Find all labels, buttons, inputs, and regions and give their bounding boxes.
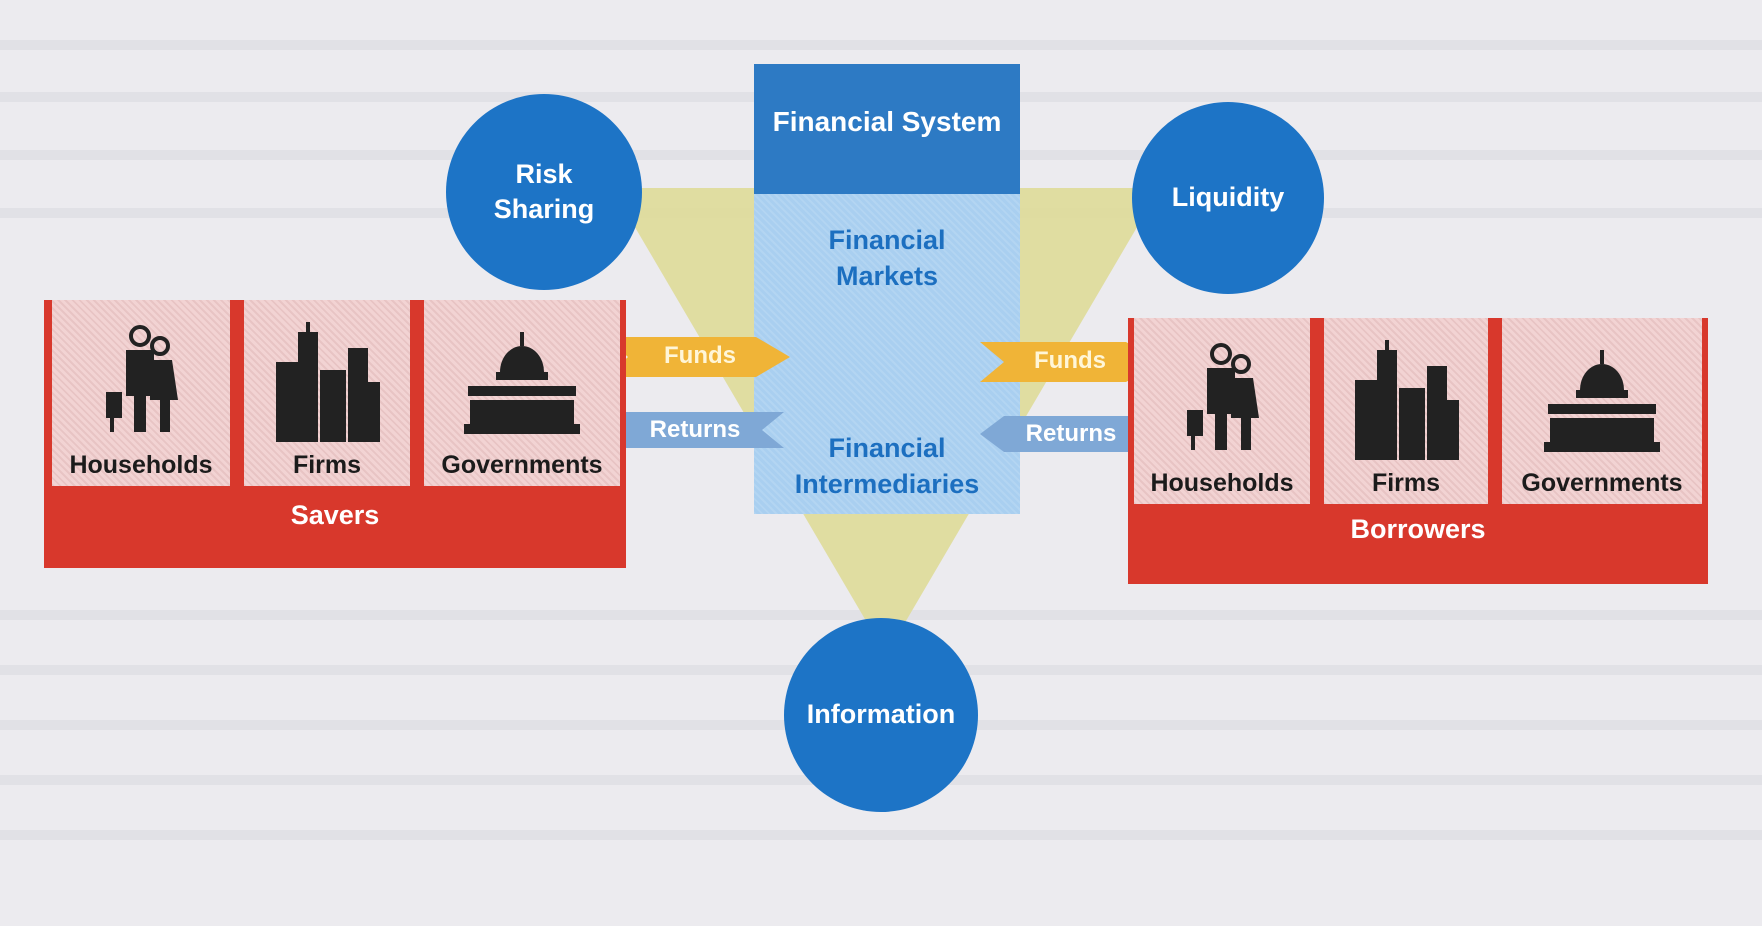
savers-divider-1: [230, 300, 244, 486]
city-skyline-icon: [244, 322, 410, 447]
left-returns-arrow: [602, 412, 784, 448]
risk-sharing-circle: Risk Sharing: [446, 94, 642, 290]
information-label: Information: [806, 699, 956, 730]
savers-firms-tile: Firms: [244, 300, 410, 486]
borrowers-firms-tile: Firms: [1324, 318, 1488, 504]
left-returns-label: Returns: [649, 416, 741, 443]
right-returns-arrow: [980, 416, 1160, 452]
borrowers-governments-label: Governments: [1521, 469, 1683, 497]
risk-sharing-label: Risk Sharing: [493, 158, 595, 224]
information-circle: Information: [784, 618, 978, 812]
liquidity-circle: Liquidity: [1132, 102, 1324, 294]
financial-system-title: Financial System: [772, 106, 1002, 137]
savers-divider-2: [410, 300, 424, 486]
savers-panel: Households Firms G: [44, 300, 626, 568]
capitol-building-icon: [424, 322, 620, 447]
financial-system-box: Financial System: [754, 64, 1020, 194]
city-skyline-icon: [1324, 340, 1488, 465]
financial-core-box: Financial Markets Financial Intermediari…: [754, 194, 1020, 514]
right-returns-label: Returns: [1025, 420, 1117, 447]
family-icon: [1134, 340, 1310, 465]
savers-governments-label: Governments: [441, 451, 603, 479]
borrowers-governments-tile: Governments: [1502, 318, 1702, 504]
right-funds-label: Funds: [1034, 347, 1106, 374]
borrowers-households-tile: Households: [1134, 318, 1310, 504]
financial-markets-label: Financial Markets: [828, 225, 946, 292]
savers-label: Savers: [290, 500, 380, 530]
family-icon: [52, 322, 230, 447]
borrowers-divider-1: [1310, 318, 1324, 504]
borrowers-households-label: Households: [1150, 469, 1294, 497]
financial-intermediaries-label: Financial Intermediaries: [794, 433, 980, 500]
borrowers-firms-label: Firms: [1371, 469, 1441, 497]
savers-households-label: Households: [69, 451, 213, 479]
capitol-building-icon: [1502, 340, 1702, 465]
right-funds-arrow: [980, 342, 1162, 382]
left-funds-label: Funds: [664, 342, 736, 369]
savers-governments-tile: Governments: [424, 300, 620, 486]
borrowers-divider-2: [1488, 318, 1502, 504]
borrowers-panel: Households Firms G: [1128, 318, 1708, 584]
savers-households-tile: Households: [52, 300, 230, 486]
liquidity-label: Liquidity: [1171, 182, 1285, 213]
borrowers-label: Borrowers: [1350, 514, 1486, 544]
left-funds-arrow: [606, 337, 790, 377]
savers-firms-label: Firms: [292, 451, 362, 479]
